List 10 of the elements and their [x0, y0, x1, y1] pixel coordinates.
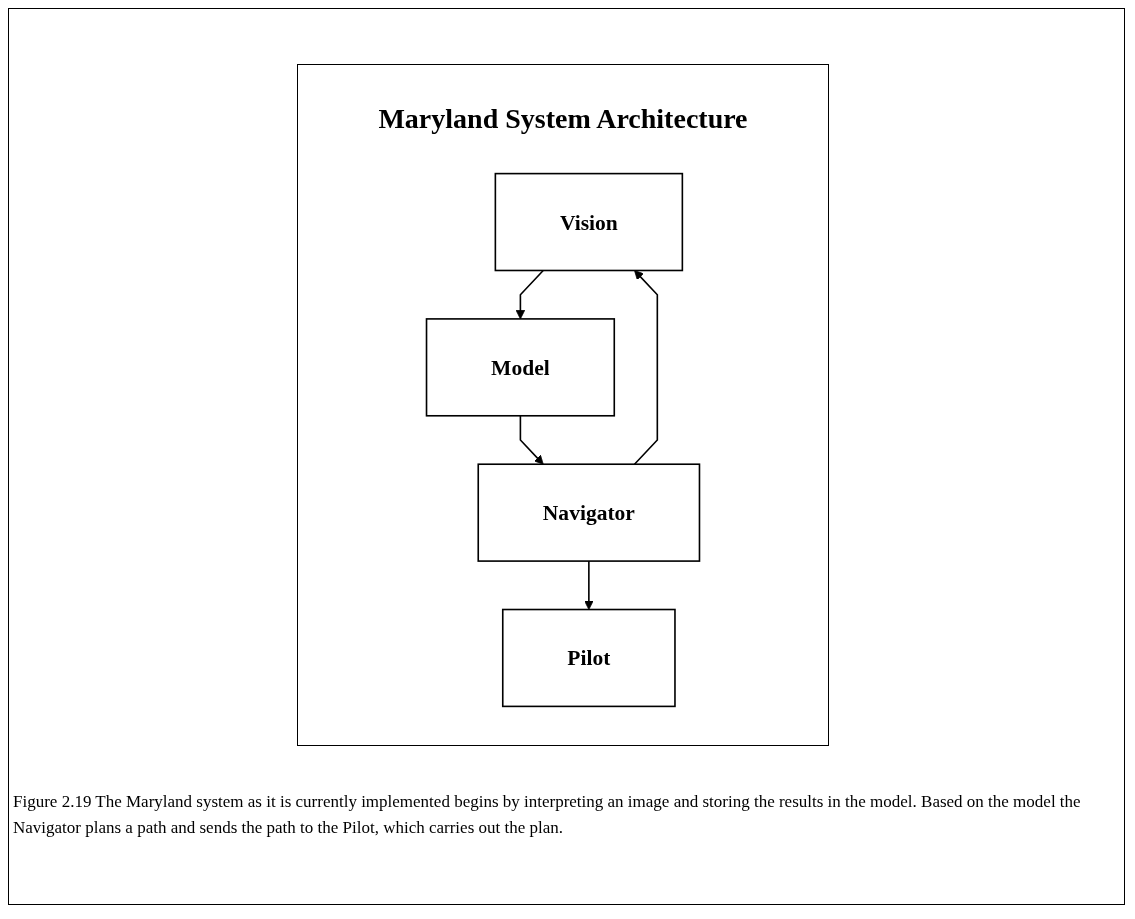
arrow	[633, 270, 659, 466]
node-box: Model	[425, 318, 616, 417]
node-box: Vision	[494, 172, 684, 272]
figure-caption: Figure 2.19 The Maryland system as it is currently implemented begins by interpreting an image and storing the results in the model. Based on the model the Navigator plans a path and sends the path to the Pilot, which carries out the plan.	[13, 791, 1082, 839]
diagram-title: Maryland System Architecture	[377, 103, 749, 135]
arrow	[519, 414, 544, 465]
node-box: Pilot	[501, 608, 676, 708]
arrow	[515, 269, 545, 320]
node-box: Navigator	[477, 463, 701, 562]
arrow	[584, 560, 594, 610]
